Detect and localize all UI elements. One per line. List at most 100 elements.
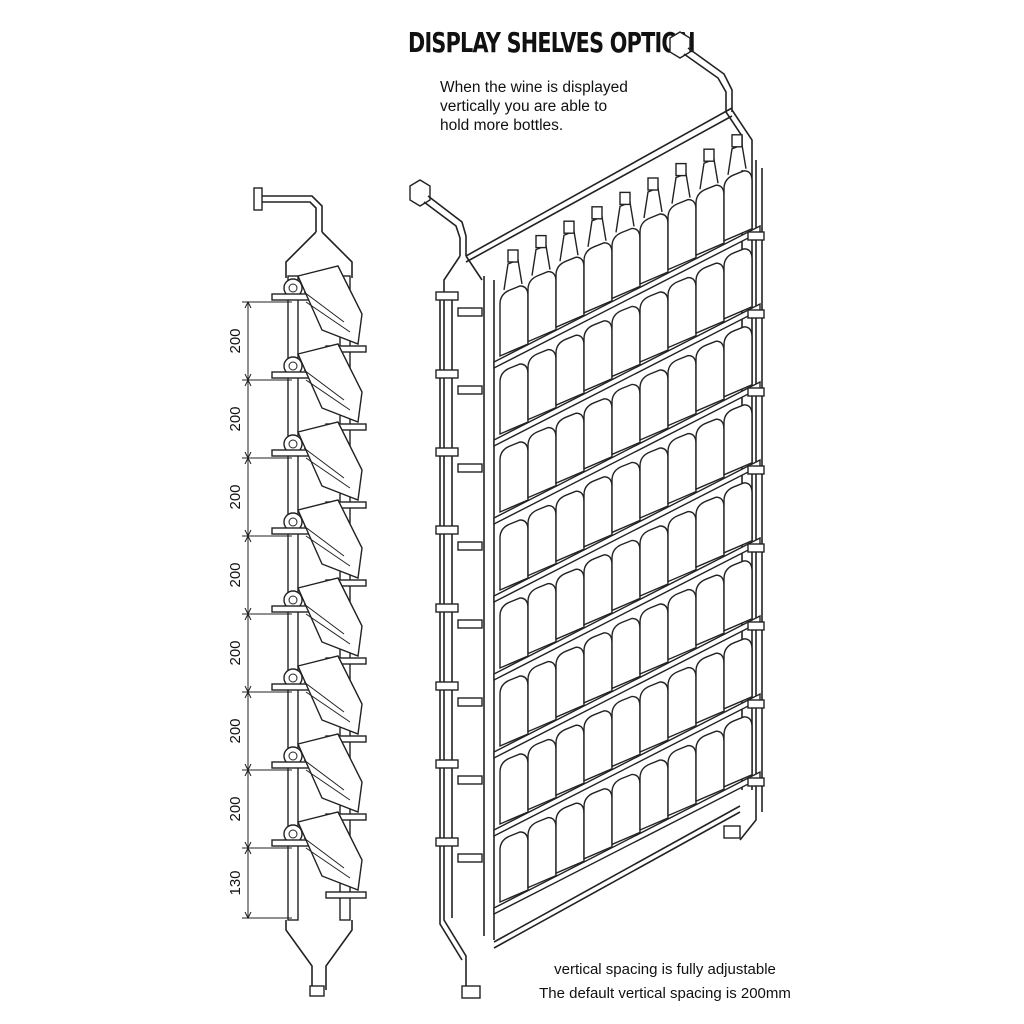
description-text: When the wine is displayed vertically yo… — [440, 78, 660, 135]
front-bottle-neck — [671, 172, 691, 204]
front-left-clip — [435, 681, 459, 691]
front-right-clip — [747, 231, 765, 241]
front-left-foot — [461, 985, 481, 999]
front-wine-bottle — [695, 574, 725, 647]
side-shelf-knob-center — [288, 361, 298, 371]
side-shelf-tray — [297, 733, 363, 813]
front-left-inner-clip — [457, 619, 483, 629]
front-wine-bottle — [639, 525, 669, 598]
side-top-bracket — [262, 195, 323, 232]
front-left-wall-knob — [409, 179, 431, 207]
front-bottle-neck — [699, 158, 719, 190]
side-back-clamp — [325, 891, 367, 899]
front-right-clip — [747, 777, 765, 787]
front-wine-bottle — [527, 270, 557, 343]
front-wine-bottle — [611, 695, 641, 768]
front-bottle-neck — [531, 244, 551, 276]
side-foot — [309, 985, 325, 997]
side-shelf-knob-center — [288, 829, 298, 839]
front-wine-bottle — [499, 597, 529, 670]
front-wine-bottle — [499, 753, 529, 826]
side-shelf-tray — [297, 655, 363, 735]
front-wine-bottle — [583, 320, 613, 392]
front-left-inner-clip — [457, 853, 483, 863]
front-shelves — [435, 134, 765, 916]
front-wine-bottle — [695, 496, 725, 569]
front-bottle-cap — [535, 234, 547, 249]
front-bottle-cap — [507, 249, 519, 263]
side-bottle-outline — [303, 525, 351, 567]
front-wine-bottle — [723, 638, 753, 710]
front-wine-bottle — [667, 666, 697, 739]
front-wine-bottle — [555, 646, 585, 719]
front-wine-bottle — [583, 476, 613, 548]
front-wine-bottle — [555, 256, 585, 329]
front-wine-bottle — [667, 354, 697, 427]
front-wine-bottle — [723, 326, 753, 398]
front-wine-bottle — [667, 510, 697, 583]
front-right-clip — [747, 387, 765, 397]
front-wine-bottle — [639, 681, 669, 754]
front-left-inner-clip — [457, 307, 483, 317]
front-wine-bottle — [555, 490, 585, 563]
front-wine-bottle — [527, 348, 557, 421]
front-left-clip — [435, 759, 459, 769]
front-wine-bottle — [555, 568, 585, 641]
front-wine-bottle — [555, 412, 585, 485]
description-line-1: When the wine is displayed — [440, 79, 628, 96]
front-wine-bottle — [499, 519, 529, 592]
front-wine-bottle — [723, 404, 753, 476]
front-right-clip — [747, 309, 765, 319]
front-wine-bottle — [527, 426, 557, 499]
front-wine-bottle — [695, 340, 725, 413]
dimension-label: 200 — [227, 796, 244, 821]
front-right-foot — [723, 825, 741, 839]
dimension-label: 200 — [227, 562, 244, 587]
front-wine-bottle — [527, 582, 557, 655]
side-bottle-outline — [303, 603, 351, 645]
front-wine-bottle — [555, 724, 585, 797]
side-bottle-outline — [303, 837, 351, 879]
front-wine-bottle — [695, 262, 725, 335]
side-shelf-knob-center — [288, 517, 298, 527]
side-bottle-outline — [303, 681, 351, 723]
front-wine-bottle — [611, 227, 641, 300]
dimension-label: 200 — [227, 406, 244, 431]
side-shelf-knob-center — [288, 673, 298, 683]
front-wine-bottle — [583, 398, 613, 470]
front-wine-bottle — [499, 441, 529, 514]
side-top-taper — [285, 231, 353, 278]
front-right-bracket — [683, 47, 733, 112]
front-wine-bottle — [527, 816, 557, 889]
description-line-2: vertically you are able to — [440, 98, 608, 115]
side-shelf-knob-center — [288, 439, 298, 449]
front-wine-bottle — [611, 539, 641, 612]
front-wine-bottle — [667, 588, 697, 661]
front-wine-bottle — [695, 418, 725, 491]
front-wine-bottle — [583, 554, 613, 626]
front-left-inner-clip — [457, 463, 483, 473]
front-left-clip — [435, 603, 459, 613]
front-bottle-cap — [563, 220, 575, 234]
side-shelf-tray — [297, 811, 363, 891]
description-line-3: hold more bottles. — [440, 117, 564, 134]
front-wine-bottle — [611, 461, 641, 534]
side-bottle-outline — [303, 291, 351, 333]
front-wine-bottle — [555, 802, 585, 875]
front-wine-bottle — [723, 248, 753, 320]
front-left-clip — [435, 447, 459, 457]
front-wine-bottle — [583, 632, 613, 704]
front-bottle-cap — [731, 134, 743, 148]
front-wine-bottle — [527, 504, 557, 577]
front-wine-bottle — [667, 432, 697, 505]
front-right-clip — [747, 699, 765, 709]
front-top-bar — [465, 107, 733, 263]
front-right-clip — [747, 465, 765, 475]
front-bottom-bar — [493, 805, 741, 949]
front-wine-bottle — [695, 730, 725, 803]
front-wine-bottle — [639, 759, 669, 832]
front-wine-bottle — [611, 383, 641, 456]
front-left-clip — [435, 525, 459, 535]
